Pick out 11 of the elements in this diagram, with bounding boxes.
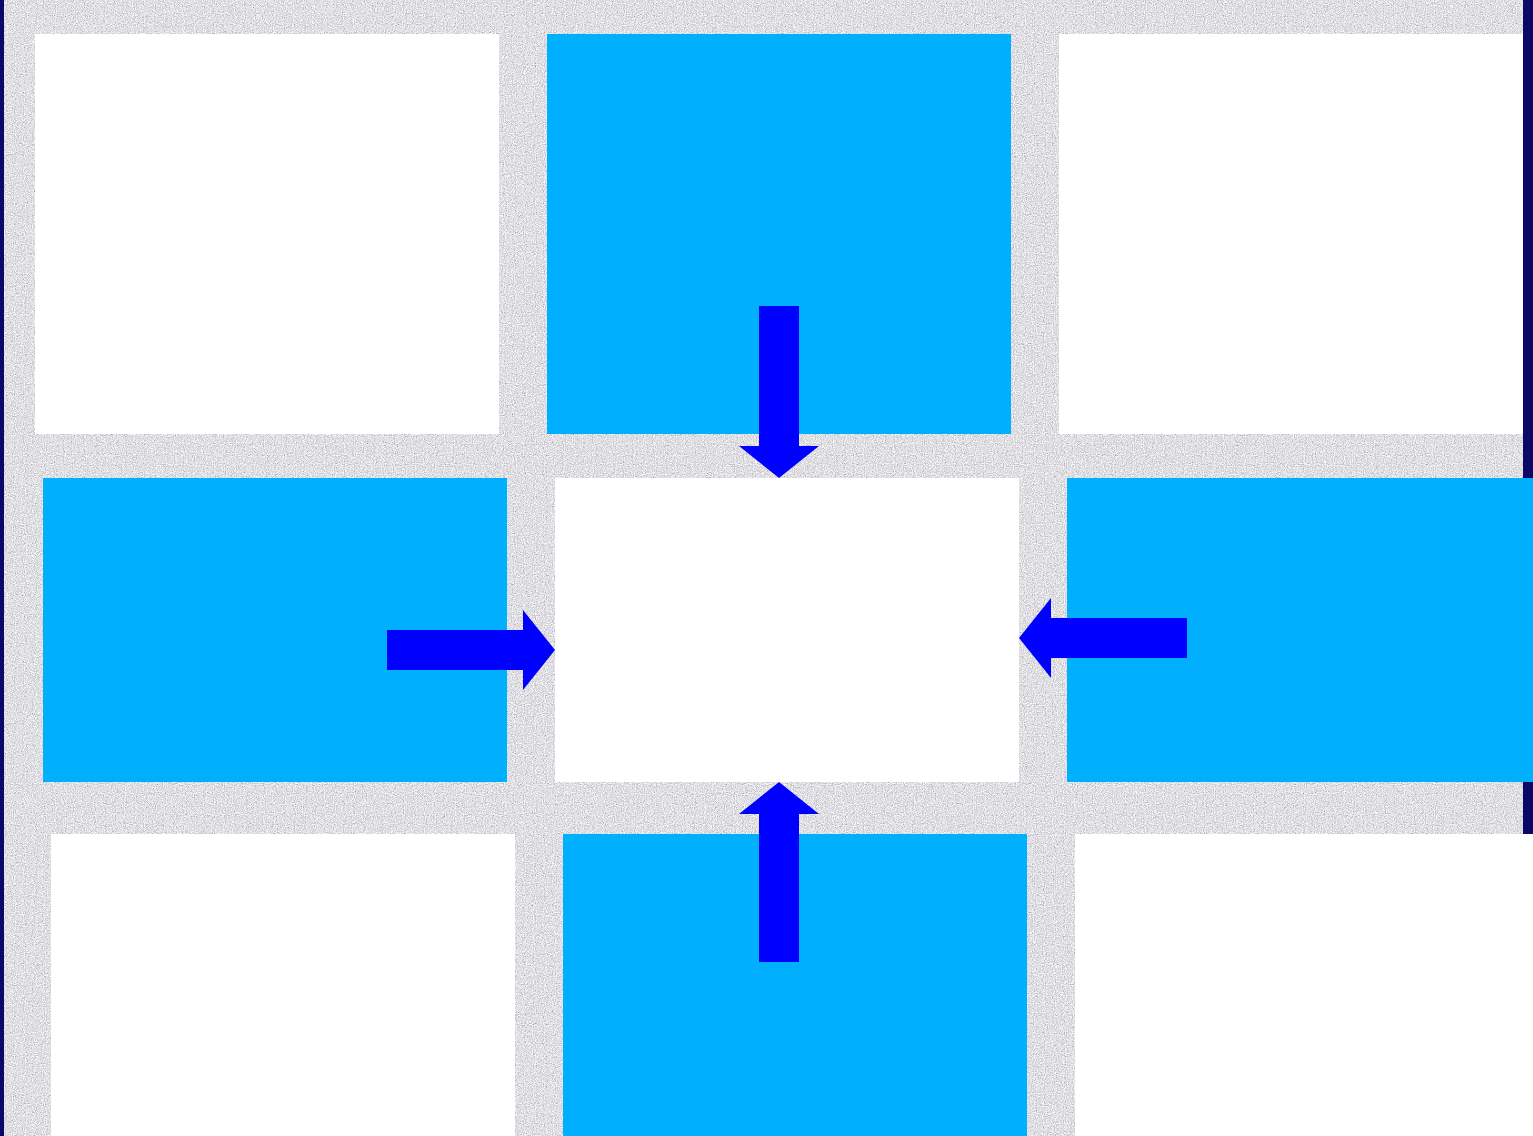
panel bbox=[547, 34, 1011, 434]
panel bbox=[51, 834, 515, 1136]
panel bbox=[1059, 34, 1523, 434]
block-arrow bbox=[1019, 598, 1187, 678]
panel bbox=[563, 834, 1027, 1136]
panel bbox=[35, 34, 499, 434]
panel bbox=[43, 478, 507, 782]
block-arrow bbox=[387, 610, 555, 690]
panel bbox=[1075, 834, 1533, 1136]
panel bbox=[555, 478, 1019, 782]
panel bbox=[1067, 478, 1533, 782]
